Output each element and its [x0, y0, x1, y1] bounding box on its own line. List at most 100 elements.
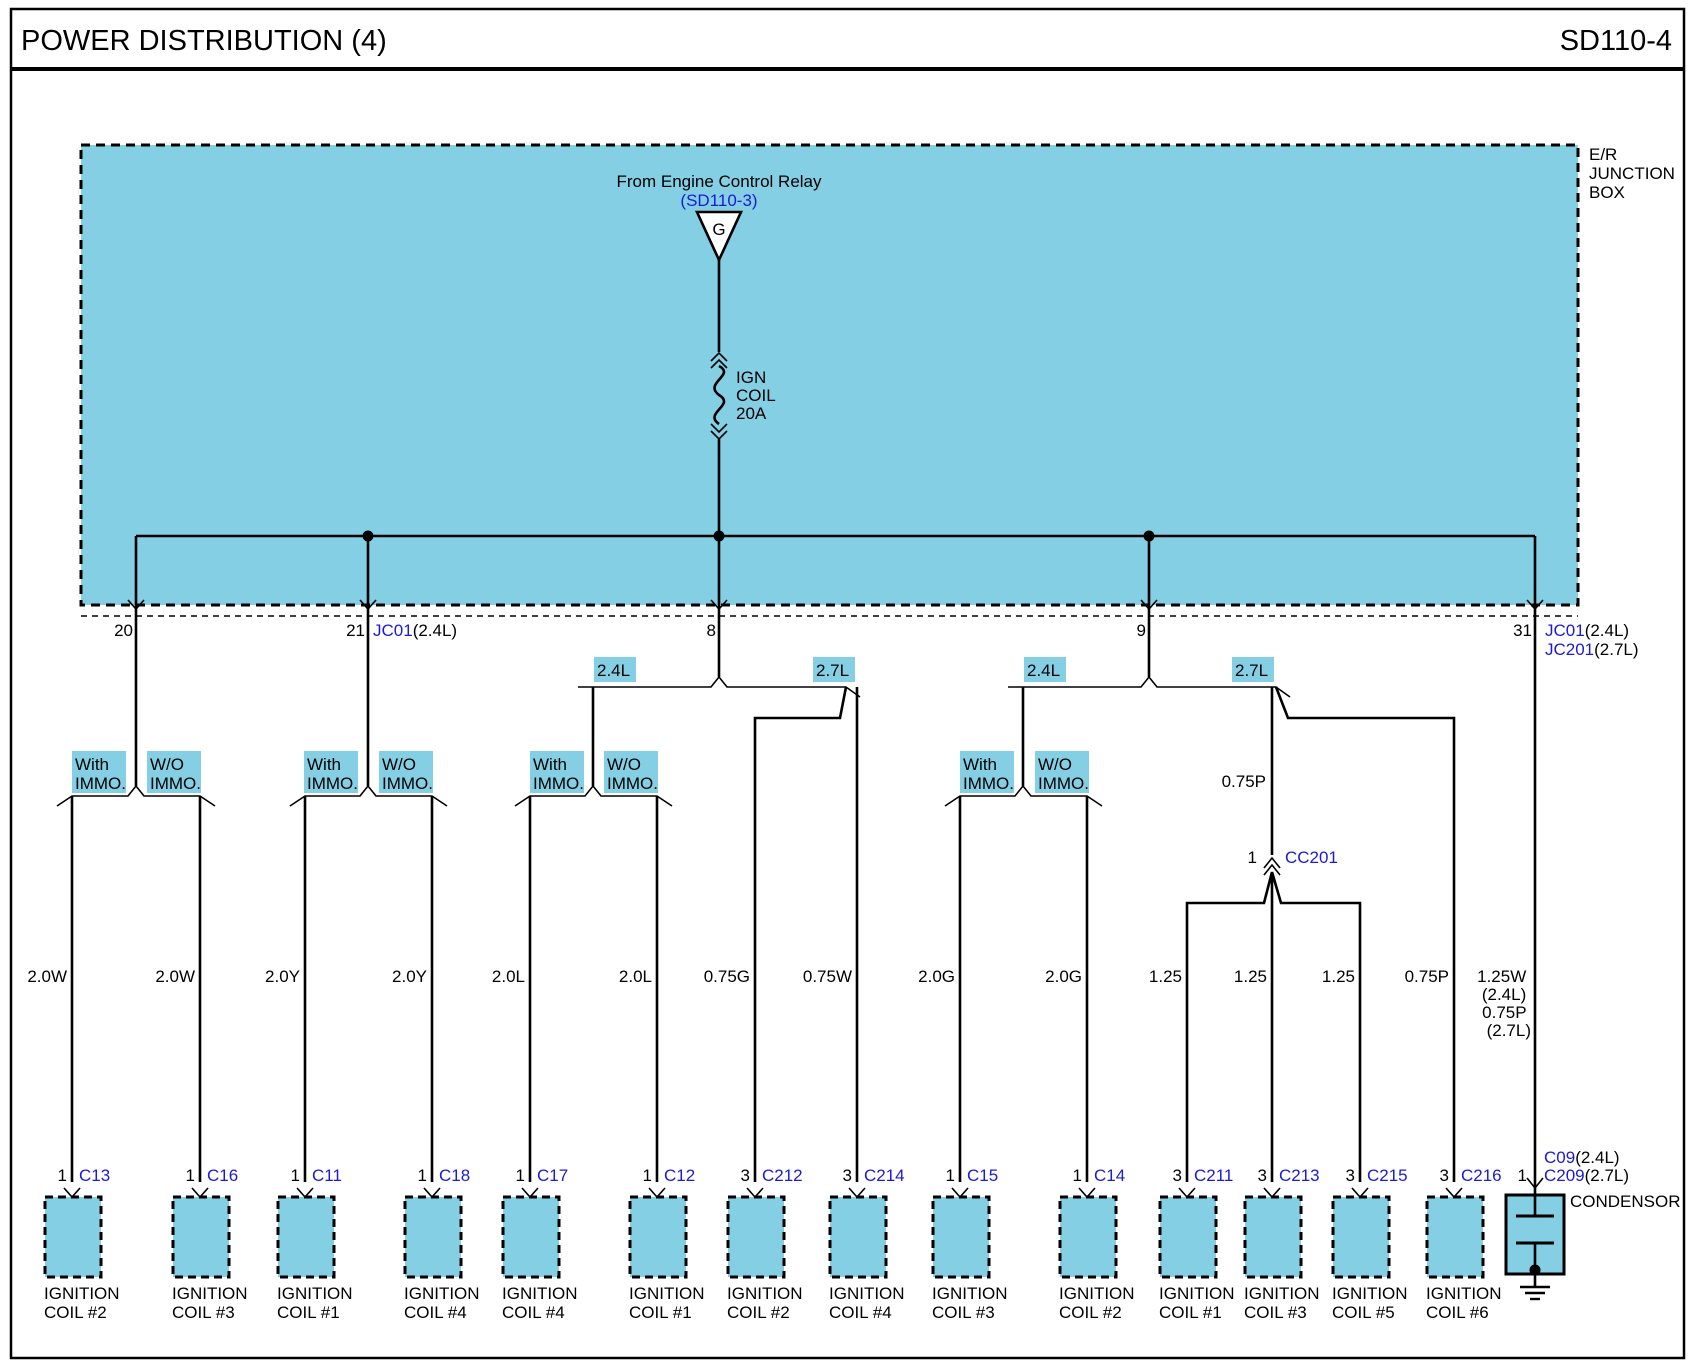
wire-spec-label: 2.0Y — [392, 967, 427, 986]
wire-spec-label: 1.25 — [1322, 967, 1355, 986]
pin-number: 3 — [1346, 1166, 1355, 1185]
condensor-pin: 1 — [1518, 1166, 1527, 1185]
wire-spec-label: 1.25 — [1149, 967, 1182, 986]
pin-number: 3 — [1440, 1166, 1449, 1185]
junction-box-label: E/R JUNCTION BOX — [1589, 145, 1680, 202]
condensor-conn2: C209(2.7L) — [1544, 1166, 1629, 1185]
condensor-conn: C09(2.4L) — [1544, 1148, 1620, 1167]
connector-ref: C211 — [1194, 1166, 1233, 1185]
connector-ref: C15 — [967, 1166, 998, 1185]
cc201-ref: CC201 — [1285, 848, 1338, 867]
fuse-symbol — [710, 351, 728, 441]
terminal-8: 8 — [707, 621, 716, 640]
ignition-coil-box — [726, 1195, 786, 1279]
pin-number: 1 — [58, 1166, 67, 1185]
pin-number: 1 — [643, 1166, 652, 1185]
ignition-coil-box — [628, 1195, 688, 1279]
connector-ref: C12 — [664, 1166, 695, 1185]
ignition-coil-box — [171, 1195, 231, 1279]
pin-number: 1 — [1073, 1166, 1082, 1185]
connector-ref: C16 — [207, 1166, 238, 1185]
cc201-connector-symbol — [1263, 856, 1281, 876]
wire-spec-label: 0.75G — [704, 967, 750, 986]
wire-spec-label: 0.75W — [803, 967, 852, 986]
terminal-pin-marks — [127, 599, 1544, 611]
ignition-coil-box — [1158, 1195, 1218, 1279]
ignition-coil-box — [276, 1195, 336, 1279]
ignition-coil-box — [1425, 1195, 1485, 1279]
page-title: POWER DISTRIBUTION (4) — [21, 25, 387, 57]
pin-number: 1 — [946, 1166, 955, 1185]
pin-number: 1 — [186, 1166, 195, 1185]
pin-number: 1 — [291, 1166, 300, 1185]
connector-ref: C215 — [1367, 1166, 1408, 1185]
wire-spec-label: 2.0G — [1045, 967, 1082, 986]
ignition-coil-box — [403, 1195, 463, 1279]
wire-spec-label: 0.75P — [1405, 967, 1449, 986]
page-frame — [9, 7, 1686, 1360]
ignition-coil-box — [1331, 1195, 1391, 1279]
wire-spec-label: 2.0W — [155, 967, 195, 986]
ground-icon — [1520, 1285, 1550, 1301]
wire-spec-label: 2.0L — [492, 967, 525, 986]
source-connector: G — [694, 210, 744, 264]
fuse-label: IGN COIL 20A — [736, 368, 780, 423]
engine-27l-tag: 2.7L — [816, 661, 849, 680]
terminal-20: 20 — [114, 621, 133, 640]
cc201-upper-wire-label: 0.75P — [1222, 772, 1266, 791]
connector-ref: C213 — [1279, 1166, 1320, 1185]
wire-spec-label: 2.0L — [619, 967, 652, 986]
terminal-21-ref: JC01(2.4L) — [373, 621, 457, 640]
terminal-21: 21 — [346, 621, 365, 640]
condensor-pin-mark — [1526, 1177, 1544, 1190]
terminal-31: 31 — [1513, 621, 1532, 640]
pin-number: 3 — [843, 1166, 852, 1185]
terminal-31-ref2: JC201(2.7L) — [1545, 640, 1639, 659]
source-label: From Engine Control Relay — [616, 172, 822, 191]
terminal-9: 9 — [1137, 621, 1146, 640]
pin-number: 1 — [418, 1166, 427, 1185]
connector-ref: C216 — [1461, 1166, 1502, 1185]
page-code: SD110-4 — [1560, 25, 1672, 57]
condensor-wire-label: 1.25W (2.4L) 0.75P (2.7L) — [1477, 967, 1531, 1040]
pin-number: 3 — [1173, 1166, 1182, 1185]
ignition-coil-box — [43, 1195, 103, 1279]
connector-ref: C13 — [79, 1166, 110, 1185]
pin-number: 3 — [741, 1166, 750, 1185]
engine-24l-tag: 2.4L — [1027, 661, 1060, 680]
ignition-coil-box — [828, 1195, 888, 1279]
terminal-31-ref: JC01(2.4L) — [1545, 621, 1629, 640]
